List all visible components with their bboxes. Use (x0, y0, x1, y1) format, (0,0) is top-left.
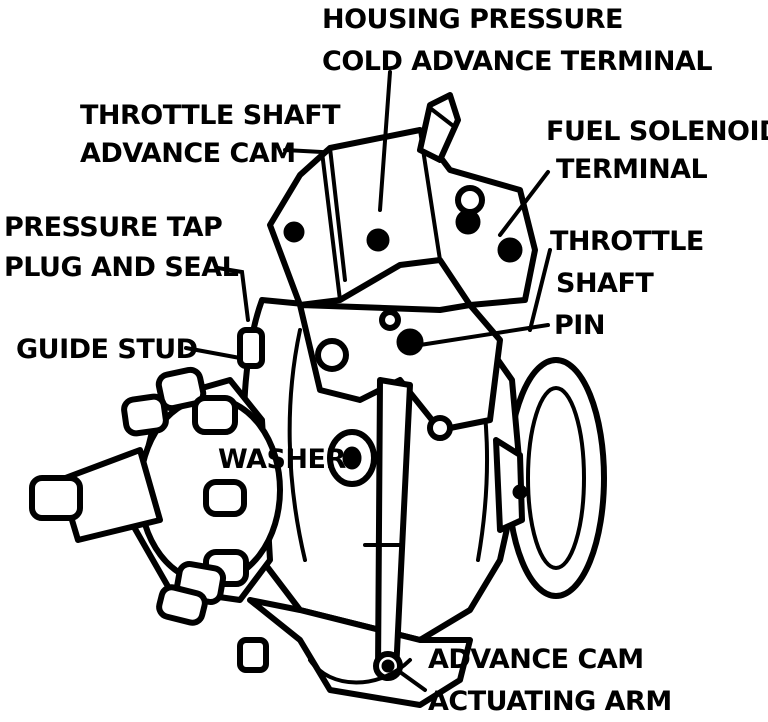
label-guide-stud: GUIDE STUD (16, 334, 198, 365)
label-washer: WASHER (218, 444, 346, 475)
label-throttle-pin-l1: THROTTLE (550, 226, 704, 257)
leader-throttle-pin (418, 323, 550, 347)
label-pressure-tap-l2: PLUG AND SEAL (4, 252, 239, 283)
leader-pressure-tap (216, 266, 250, 322)
label-fuel-solenoid-l2: TERMINAL (556, 154, 708, 185)
governor-cover (267, 127, 538, 308)
callout-labels: HOUSING PRESSURE COLD ADVANCE TERMINAL T… (4, 4, 768, 717)
label-advance-arm-l2: ACTUATING ARM (428, 686, 672, 717)
label-throttle-pin-l3: PIN (554, 310, 605, 341)
label-throttle-pin-l2: SHAFT (556, 268, 654, 299)
pump-body (29, 92, 607, 708)
leader-advance-arm (398, 670, 427, 692)
throttle-shaft-pin (396, 328, 424, 356)
label-housing-pressure-l2: COLD ADVANCE TERMINAL (322, 46, 712, 77)
leader-lines (184, 70, 552, 692)
label-throttle-cam-l1: THROTTLE SHAFT (80, 100, 341, 131)
leader-fuel-solenoid (498, 170, 550, 237)
label-housing-pressure-l1: HOUSING PRESSURE (322, 4, 623, 35)
label-advance-arm-l1: ADVANCE CAM (428, 644, 644, 675)
top-fitting (417, 92, 461, 163)
guide-stud-part (237, 327, 265, 369)
leader-throttle-cam (283, 148, 342, 302)
label-pressure-tap-l1: PRESSURE TAP (4, 212, 222, 243)
housing-base (247, 597, 473, 708)
outlet-fittings (121, 366, 249, 626)
leader-guide-stud (184, 346, 242, 360)
leader-housing-pressure (378, 70, 392, 212)
label-throttle-cam-l2: ADVANCE CAM (80, 138, 296, 169)
label-fuel-solenoid-l1: FUEL SOLENOID (546, 116, 768, 147)
leader-throttle-pin-2 (528, 248, 552, 332)
throttle-shaft-block (297, 302, 503, 433)
